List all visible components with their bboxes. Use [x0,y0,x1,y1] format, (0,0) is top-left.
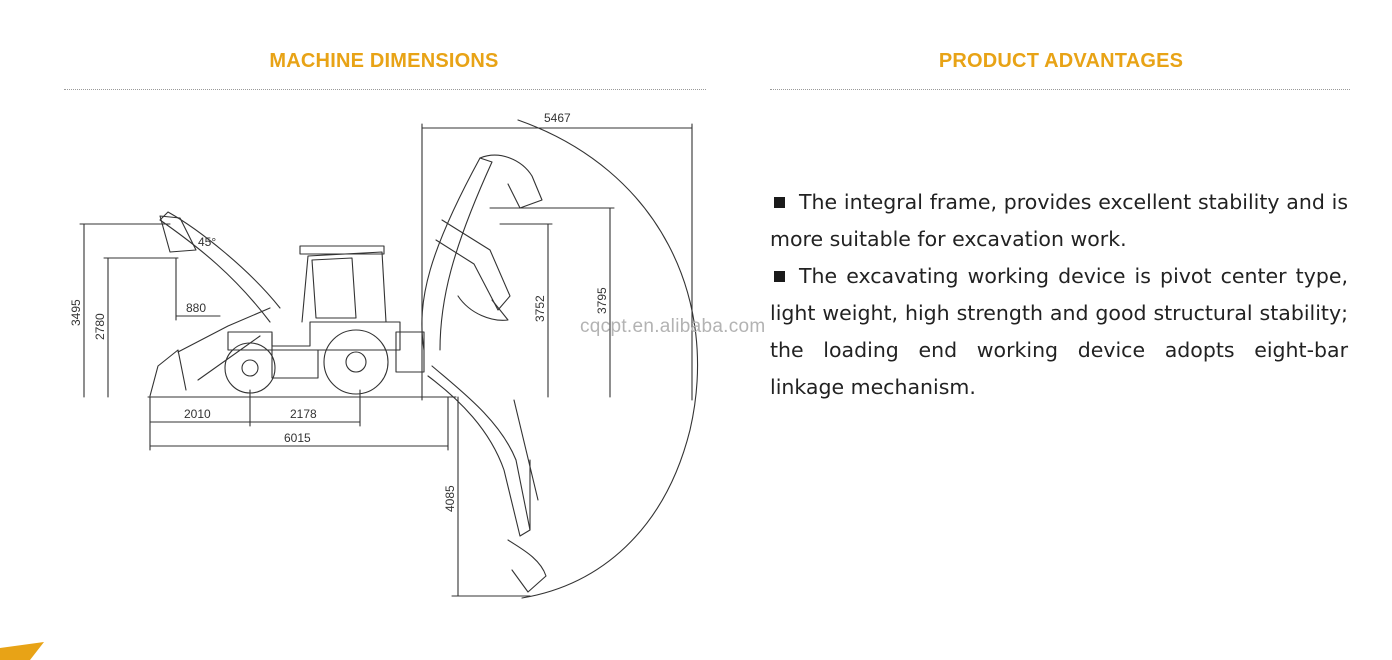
dim-dump-reach: 880 [186,301,206,315]
right-divider [770,89,1350,90]
backhoe-mid-bucket [457,295,509,321]
dim-excavator-dig-height: 3795 [595,287,609,314]
dim-front-overhang: 2010 [184,407,211,421]
dim-excavator-load-height: 3752 [533,295,547,322]
rear-hub [345,351,367,373]
loader-linkage [177,307,271,353]
square-bullet-icon [774,270,785,282]
dim-reach: 5467 [544,111,571,125]
backhoe-raised-bucket [479,154,543,209]
advantages-list: The integral frame, provides excellent s… [770,184,1348,406]
watermark: cqcpt.en.alibaba.com [580,316,766,337]
rear-wheel [323,329,389,395]
product-advantages-title: PRODUCT ADVANTAGES [938,50,1184,72]
backhoe-stick-mid [435,219,511,311]
backhoe-dig-bucket [507,539,547,593]
front-hub [241,359,259,377]
swing-arc [517,119,698,599]
loader-arm [159,211,281,323]
advantage-item: The excavating working device is pivot c… [770,258,1348,406]
backhoe-cylinder [513,399,539,501]
backhoe-boom-lowered [427,365,531,537]
footer-accent-shape [0,642,44,660]
rear-frame [395,331,425,373]
left-divider [64,89,706,90]
cab-roof [299,245,385,255]
machine-dimension-drawing: 5467 3495 2780 880 45° 3752 3795 2010 21… [69,111,698,599]
dim-angle: 45° [198,235,216,249]
loader-cylinder [197,335,261,381]
dim-total-height: 3495 [69,299,83,326]
dim-wheelbase: 2178 [290,407,317,421]
loader-lift-bucket [159,215,197,253]
loader-bucket [149,349,187,397]
dim-dig-depth: 4085 [443,485,457,512]
advantage-text: The integral frame, provides excellent s… [770,190,1348,251]
engine-block [271,349,319,379]
advantage-text: The excavating working device is pivot c… [770,264,1348,399]
cab-window [311,257,357,319]
machine-body [227,321,401,351]
machine-dimensions-title: MACHINE DIMENSIONS [269,50,499,72]
square-bullet-icon [774,196,785,208]
dim-overall-length: 6015 [284,431,311,445]
cab-frame [301,251,387,323]
dim-dump-height: 2780 [93,313,107,340]
backhoe-boom-raised [421,157,493,351]
advantage-item: The integral frame, provides excellent s… [770,184,1348,258]
